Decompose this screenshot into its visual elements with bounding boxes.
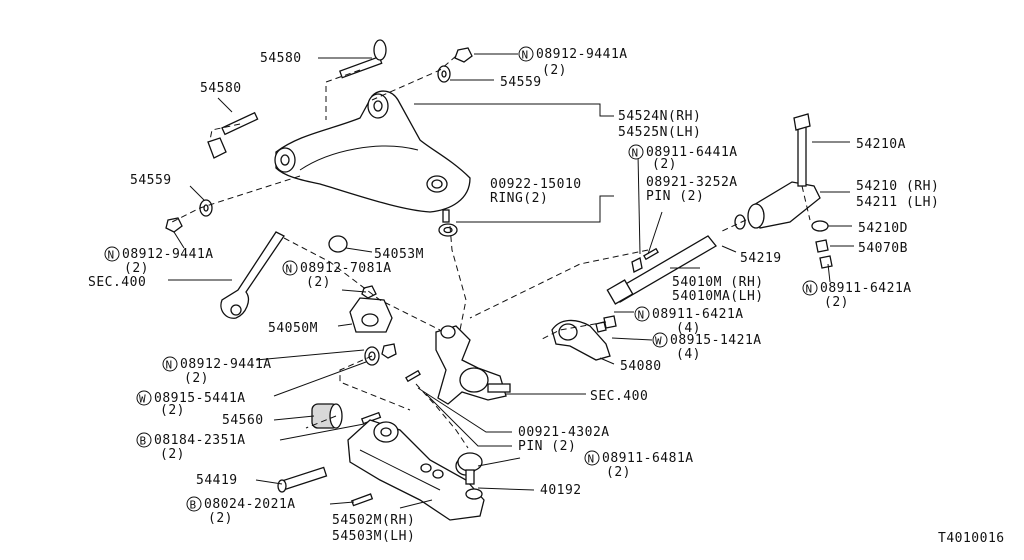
label-54580-left: 54580 [200,81,242,96]
nut-left [165,217,183,233]
washer-54559-left [199,199,213,217]
ring-00922 [438,209,458,237]
label-54580-top: 54580 [260,51,302,66]
bolt-08024 [350,493,374,507]
label-54560: 54560 [222,413,264,428]
label-54050M: 54050M [268,321,318,336]
label-08915-1421A: 08915-1421A [670,333,762,348]
label-08912-9441A-left: 08912-9441A [122,247,214,262]
rebound-bumper-54050M [349,285,393,333]
svg-text:N: N [522,49,529,62]
washer-54559-top [437,65,451,83]
svg-text:N: N [588,453,595,466]
seat-54210D [811,220,829,232]
leader-lines [168,53,854,509]
nut-08911-6421A-right [819,255,833,269]
label-08911-6421A-right: 08911-6421A [820,281,912,296]
torsion-bar-54010M [606,235,717,305]
label-qty: (2) [306,275,331,290]
figure-id: T4010016 [938,531,1005,546]
label-08912-7081A: 08912-7081A [300,261,392,276]
label-54559-left: 54559 [130,173,172,188]
label-qty: (2) [184,371,209,386]
washer-nut-mid [364,343,397,366]
svg-text:N: N [108,249,115,262]
bolt-54580-top [339,39,387,79]
upper-control-arm [274,90,471,213]
label-ring: RING(2) [490,191,548,206]
label-08921-3252A: 08921-3252A [646,175,738,190]
label-qty: (2) [160,447,185,462]
label-54502M: 54502M(RH) [332,513,415,528]
svg-text:N: N [286,263,293,276]
label-54219: 54219 [740,251,782,266]
label-08911-6441A: 08911-6441A [646,145,738,160]
svg-text:N: N [166,359,173,372]
label-sec400-bottom: SEC.400 [590,389,648,404]
label-54210-rh: 54210 (RH) [856,179,939,194]
stabilizer-link [220,231,285,319]
label-08911-6421A-mid: 08911-6421A [652,307,744,322]
spec-badges: N N N N N N W N W B N B [104,46,818,512]
label-qty: (4) [676,321,701,336]
label-54210D: 54210D [858,221,908,236]
svg-text:N: N [638,309,645,322]
svg-text:W: W [139,393,146,406]
nut-54070B [815,239,829,253]
label-40192: 40192 [540,483,582,498]
label-54503M: 54503M(LH) [332,529,415,544]
label-pin-top: PIN (2) [646,189,704,204]
label-08024-2021A: 08024-2021A [204,497,296,512]
bolt-54419 [277,466,328,493]
label-qty: (2) [124,261,149,276]
dashed-assembly-guides [171,55,811,449]
label-54053M: 54053M [374,247,424,262]
label-54525N: 54525N(LH) [618,125,701,140]
label-sec400-top: SEC.400 [88,275,146,290]
label-qty: (4) [676,347,701,362]
label-qty: (2) [824,295,849,310]
label-00921-4302A: 00921-4302A [518,425,610,440]
label-08915-5441A: 08915-5441A [154,391,246,406]
label-54010MA: 54010MA(LH) [672,289,764,304]
cotter-pin-left [405,369,421,383]
label-qty: (2) [606,465,631,480]
ball-joint-40192 [457,452,483,500]
svg-text:B: B [140,435,147,448]
label-qty: (2) [652,157,677,172]
svg-text:N: N [806,283,813,296]
bolt-54580-left [207,111,259,159]
label-qty: (2) [542,63,567,78]
label-54070B: 54070B [858,241,908,256]
label-08912-9441A-top: 08912-9441A [536,47,628,62]
label-qty: (2) [208,511,233,526]
label-08912-9441A-mid: 08912-9441A [180,357,272,372]
svg-text:W: W [655,335,662,348]
label-54080: 54080 [620,359,662,374]
part-labels: 54580 08912-9441A (2) 54559 54580 54524N… [88,47,1005,546]
svg-text:N: N [632,147,639,160]
label-qty: (2) [160,403,185,418]
svg-text:B: B [190,499,197,512]
label-08911-6481A: 08911-6481A [602,451,694,466]
label-00922-15010: 00922-15010 [490,177,582,192]
anchor-arm-54210 [734,113,821,230]
bushing-54560 [311,403,343,429]
label-08184-2351A: 08184-2351A [154,433,246,448]
bump-stop-54053M [328,235,348,253]
label-54419: 54419 [196,473,238,488]
label-54210A: 54210A [856,137,906,152]
label-54524N: 54524N(RH) [618,109,701,124]
steering-knuckle [435,325,511,405]
label-54010M: 54010M (RH) [672,275,764,290]
torsion-arm-54080 [551,315,617,361]
label-54559-top: 54559 [500,75,542,90]
label-54211-lh: 54211 (LH) [856,195,939,210]
label-pin-bottom: PIN (2) [518,439,576,454]
nut-top [454,47,473,63]
